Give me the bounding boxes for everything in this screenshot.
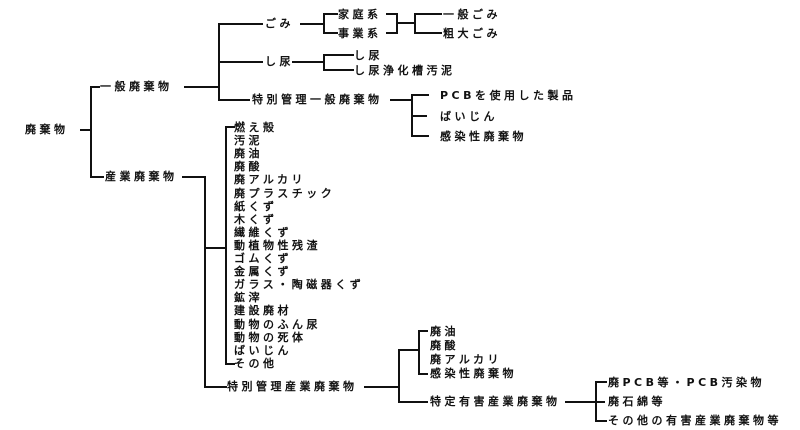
tree-line: [411, 115, 427, 117]
tree-leaf-label: ガラス・陶磁器くず: [234, 278, 365, 292]
tree-leaf-label: 動物のふん尿: [234, 317, 321, 331]
tree-leaf-label: 廃石綿等: [608, 395, 666, 408]
tree-leaf-label: 建設廃材: [234, 304, 292, 318]
tree-leaf-label: 動物の死体: [234, 330, 307, 344]
tree-line: [204, 176, 206, 388]
tree-line: [182, 176, 204, 178]
tree-leaf-label: 廃油: [234, 147, 263, 161]
tree-line: [90, 86, 92, 178]
tree-bracket: [323, 54, 354, 71]
tree-leaf-label: 鉱滓: [234, 291, 263, 305]
tree-leaf-label: 汚泥: [234, 134, 263, 148]
tree-leaf-label: し尿浄化槽汚泥: [354, 64, 456, 77]
tree-leaf-label: ゴムくず: [234, 252, 292, 266]
general-waste-label: 一般廃棄物: [100, 80, 173, 93]
night-soil-list: し尿し尿浄化槽汚泥: [354, 48, 456, 78]
tree-bracket: [414, 13, 442, 34]
tree-leaf-label: 廃アルカリ: [234, 173, 307, 187]
root-node-label: 廃棄物: [25, 123, 69, 136]
tree-leaf-label: ばいじん: [440, 109, 498, 123]
tree-line: [80, 129, 90, 131]
tree-bracket: [323, 13, 338, 34]
tree-line: [300, 23, 323, 25]
tree-leaf-label: し尿: [354, 49, 383, 62]
tree-line: [204, 247, 225, 249]
tree-bracket: [418, 330, 428, 375]
gomi-type-list: 一般ごみ粗大ごみ: [443, 5, 501, 43]
special-industrial-waste-label: 特別管理産業廃棄物: [227, 380, 358, 393]
night-soil-label: し尿: [265, 55, 294, 68]
tree-leaf-label: 感染性廃棄物: [430, 367, 517, 380]
tree-leaf-label: 事業系: [338, 27, 382, 40]
tree-leaf-label: 廃PCB等・PCB汚染物: [608, 376, 766, 389]
tree-leaf-label: 動植物性残渣: [234, 238, 321, 252]
tree-line: [397, 22, 415, 24]
tree-leaf-label: 一般ごみ: [443, 8, 501, 21]
tree-line: [292, 61, 323, 63]
special-industrial-waste-list: 廃油廃酸廃アルカリ感染性廃棄物: [430, 324, 517, 380]
tree-line: [595, 401, 605, 403]
tree-leaf-label: 家庭系: [338, 8, 382, 21]
garbage-label: ごみ: [265, 17, 294, 30]
tree-leaf-label: 繊維くず: [234, 225, 292, 239]
tree-leaf-label: 金属くず: [234, 265, 292, 279]
hazardous-industrial-waste-label: 特定有害産業廃棄物: [430, 395, 561, 408]
tree-line: [364, 386, 398, 388]
gomi-source-list: 家庭系事業系: [338, 5, 382, 43]
tree-line: [218, 99, 250, 101]
tree-leaf-label: 廃酸: [430, 339, 459, 352]
tree-leaf-label: ばいじん: [234, 343, 292, 357]
special-general-waste-list: PCBを使用した製品ばいじん感染性廃棄物: [440, 85, 577, 147]
tree-leaf-label: 感染性廃棄物: [440, 130, 527, 143]
tree-line: [218, 23, 263, 25]
tree-leaf-label: 廃アルカリ: [430, 353, 503, 366]
industrial-waste-list: 燃え殻汚泥廃油廃酸廃アルカリ廃プラスチック紙くず木くず繊維くず動植物性残渣ゴムく…: [234, 120, 365, 370]
tree-line: [398, 401, 428, 403]
tree-line: [398, 349, 418, 351]
tree-leaf-label: 粗大ごみ: [443, 27, 501, 40]
tree-leaf-label: PCBを使用した製品: [440, 89, 577, 102]
tree-leaf-label: 木くず: [234, 212, 278, 226]
tree-leaf-label: 燃え殻: [234, 120, 278, 134]
tree-leaf-label: 廃油: [430, 325, 459, 338]
tree-leaf-label: その他の有害産業廃棄物等: [608, 414, 782, 427]
tree-line: [90, 176, 104, 178]
tree-leaf-label: 廃プラスチック: [234, 186, 336, 200]
tree-line: [398, 349, 400, 403]
tree-line: [565, 401, 595, 403]
special-general-waste-label: 特別管理一般廃棄物: [252, 93, 383, 106]
hazardous-industrial-waste-list: 廃PCB等・PCB汚染物廃石綿等その他の有害産業廃棄物等: [608, 373, 782, 430]
tree-leaf-label: 紙くず: [234, 199, 278, 213]
tree-line: [218, 61, 263, 63]
tree-bracket: [225, 126, 235, 365]
tree-leaf-label: その他: [234, 356, 278, 370]
tree-line: [90, 86, 100, 88]
tree-line: [184, 86, 218, 88]
tree-line: [390, 99, 411, 101]
industrial-waste-label: 産業廃棄物: [105, 170, 178, 183]
tree-line: [204, 386, 227, 388]
tree-leaf-label: 廃酸: [234, 160, 263, 174]
